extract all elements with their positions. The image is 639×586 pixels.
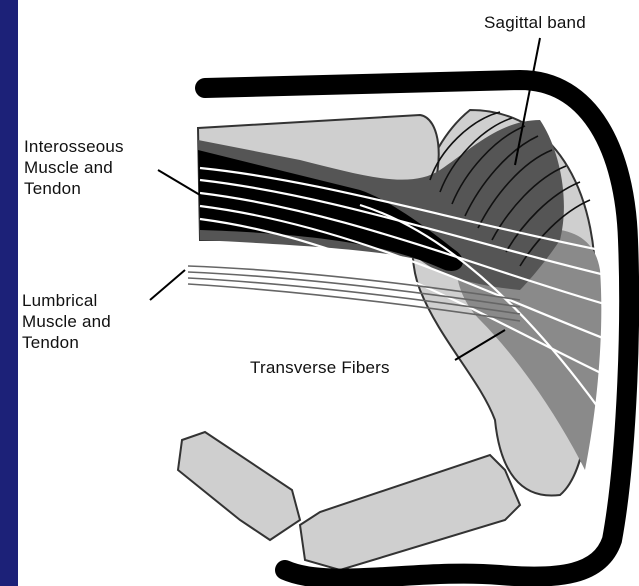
- transverse-fibers-label: Transverse Fibers: [250, 357, 390, 378]
- transverse-fibers-text: Transverse Fibers: [250, 357, 390, 378]
- interosseous-pointer: [158, 170, 200, 195]
- proximal-phalanx-bone: [178, 432, 300, 540]
- lumbrical-line-2: Muscle and: [22, 311, 111, 332]
- sagittal-band-text: Sagittal band: [484, 12, 586, 33]
- interosseous-label: Interosseous Muscle and Tendon: [24, 136, 124, 199]
- lumbrical-line-1: Lumbrical: [22, 290, 111, 311]
- interosseous-line-2: Muscle and: [24, 157, 124, 178]
- interosseous-line-3: Tendon: [24, 178, 124, 199]
- middle-phalanx-bone: [300, 455, 520, 570]
- interosseous-line-1: Interosseous: [24, 136, 124, 157]
- lumbrical-pointer: [150, 270, 185, 300]
- lumbrical-label: Lumbrical Muscle and Tendon: [22, 290, 111, 353]
- lumbrical-line-3: Tendon: [22, 332, 111, 353]
- sagittal-band-label: Sagittal band: [484, 12, 586, 33]
